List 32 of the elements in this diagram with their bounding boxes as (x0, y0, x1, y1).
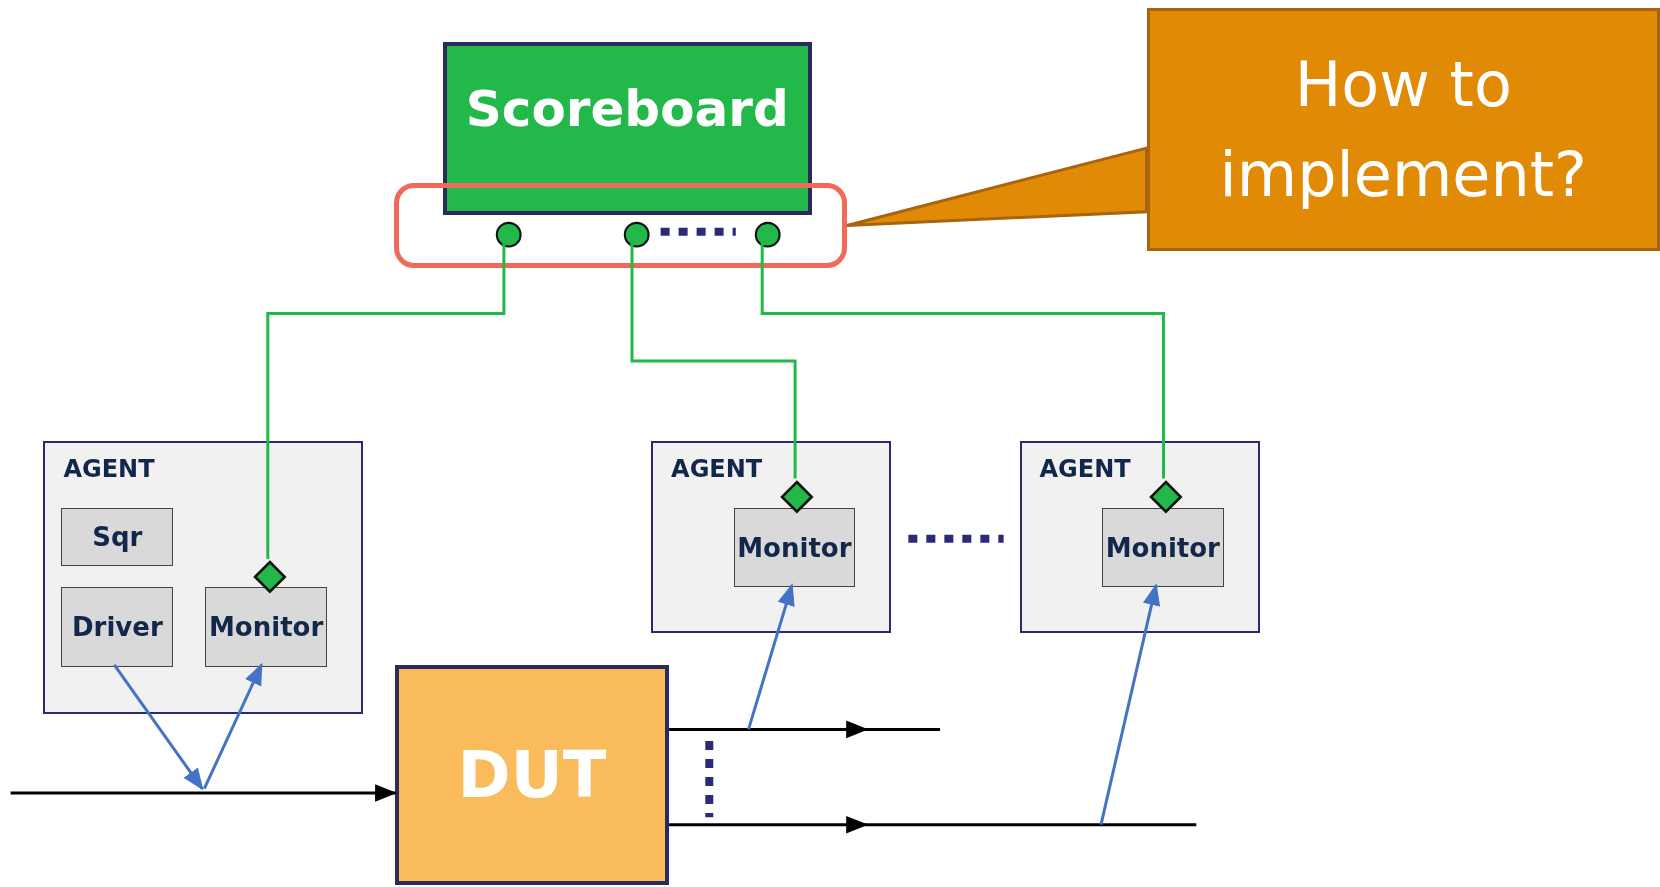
agent-panel (43, 441, 364, 714)
dut-box: DUT (394, 664, 670, 886)
arrow (10, 784, 398, 802)
monitor-block: Monitor (733, 508, 856, 588)
arrow (669, 720, 869, 739)
agent-title: AGENT (63, 455, 155, 484)
callout-pointer (845, 146, 1148, 227)
connector-line (266, 242, 506, 559)
agent-title: AGENT (1039, 455, 1131, 484)
monitor-block: Monitor (205, 587, 327, 667)
port-circle (496, 222, 522, 248)
agent-panel (1019, 441, 1260, 634)
port-diamond (253, 560, 286, 593)
port-circle (624, 222, 650, 248)
port-circle (754, 222, 780, 248)
arrow (202, 662, 263, 790)
connector-line (760, 242, 1165, 479)
sequencer-block: Sqr (61, 508, 174, 567)
agent-title: AGENT (671, 455, 763, 484)
highlight-outline (393, 183, 847, 268)
monitor-block: Monitor (1101, 508, 1224, 588)
connector-line (630, 242, 797, 479)
agent-panel (651, 441, 892, 634)
scoreboard-box: Scoreboard (442, 42, 812, 215)
callout-box: How to implement? (1146, 8, 1660, 251)
port-diamond (1149, 480, 1182, 513)
arrow (1099, 583, 1161, 826)
arrow (113, 663, 204, 791)
port-diamond (781, 480, 813, 513)
arrow (747, 583, 795, 730)
arrow (669, 815, 869, 834)
driver-block: Driver (61, 587, 174, 667)
